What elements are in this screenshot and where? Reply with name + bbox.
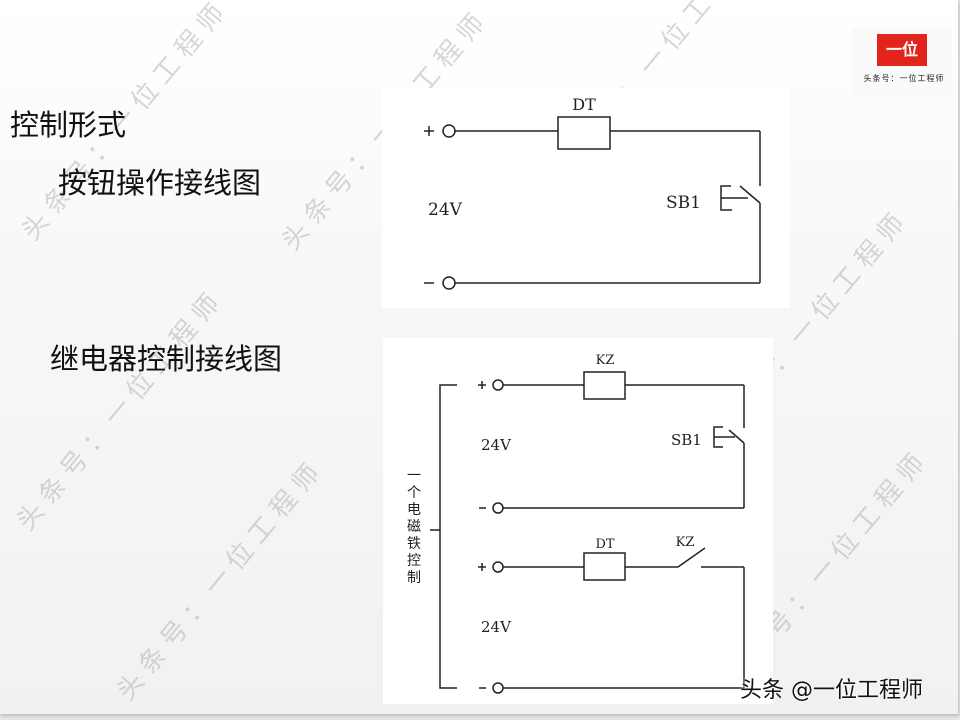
watermark: 头条号：一位工程师	[111, 452, 331, 707]
coil-label-dt: DT	[595, 537, 614, 552]
footer-attribution: 头条 @一位工程师	[740, 678, 923, 703]
switch-label-sb1: SB1	[671, 431, 702, 449]
coil-label-kz: KZ	[596, 353, 615, 368]
button-wiring-diagram: DT 24V SB1	[382, 88, 790, 308]
voltage-label-2: 24V	[481, 618, 512, 636]
relay-wiring-diagram: KZ 24V SB1 DT KZ 24V	[383, 338, 773, 704]
bracket-label: 一个电磁铁控制	[407, 468, 421, 586]
voltage-label-1: 24V	[481, 436, 512, 454]
watermark: 头条号：一位工程师	[11, 282, 231, 537]
section-heading-button-wiring: 按钮操作接线图	[58, 166, 262, 200]
switch-label-sb1: SB1	[666, 193, 701, 213]
slide-title: 控制形式	[10, 108, 127, 142]
circuit-relay: KZ 24V SB1 DT KZ 24V	[430, 353, 745, 694]
voltage-label: 24V	[428, 200, 463, 220]
contact-label-kz: KZ	[676, 535, 695, 550]
logo-badge: 一位	[877, 34, 927, 66]
brand-logo: 一位 头条号：一位工程师	[852, 28, 952, 98]
circuit-button: DT 24V SB1	[424, 95, 761, 290]
coil-label-dt: DT	[572, 95, 596, 114]
section-heading-relay-wiring: 继电器控制接线图	[50, 342, 283, 376]
logo-caption: 头条号：一位工程师	[863, 74, 945, 83]
